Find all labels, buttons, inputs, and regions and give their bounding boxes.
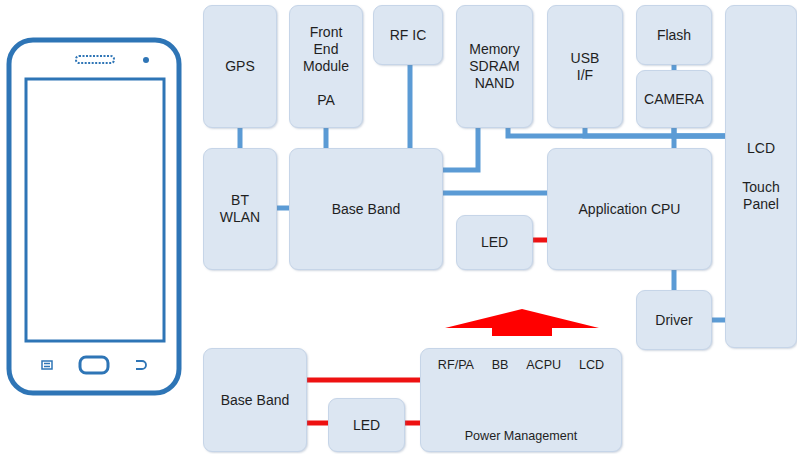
memory-box: Memory SDRAM NAND bbox=[456, 5, 533, 128]
box-label: PA bbox=[317, 92, 335, 109]
box-label: Driver bbox=[655, 312, 692, 329]
led-box: LED bbox=[456, 215, 533, 270]
signal-line bbox=[408, 65, 413, 148]
box-label: BT WLAN bbox=[215, 192, 265, 226]
power-management-box: Power Management RF/PA BB ACPU LCD bbox=[420, 348, 622, 452]
front-end-module-box: Front End ModulePA bbox=[289, 5, 363, 128]
rail-row: RF/PA BB ACPU LCD bbox=[421, 358, 621, 373]
baseband-box: Base Band bbox=[289, 148, 443, 270]
flash-box: Flash bbox=[636, 5, 712, 65]
box-label: Application CPU bbox=[579, 201, 681, 218]
box-label: LED bbox=[353, 417, 380, 434]
box-label: Touch Panel bbox=[731, 179, 791, 213]
phone-camera bbox=[143, 57, 149, 63]
gps-box: GPS bbox=[203, 5, 277, 128]
signal-line bbox=[672, 128, 677, 148]
power-arrow-shaft bbox=[492, 327, 552, 336]
signal-line bbox=[443, 128, 478, 170]
usb-box: USB I/F bbox=[547, 5, 623, 128]
box-label: RF IC bbox=[390, 27, 427, 44]
camera-box: CAMERA bbox=[636, 70, 712, 128]
power-line bbox=[307, 421, 328, 426]
box-label: ACPU bbox=[526, 358, 561, 373]
signal-line bbox=[712, 318, 725, 323]
phone-body bbox=[9, 40, 179, 393]
power-line bbox=[307, 378, 420, 383]
driver-box: Driver bbox=[636, 290, 712, 350]
signal-line bbox=[585, 128, 725, 136]
box-label: BB bbox=[492, 358, 509, 373]
baseband-box: Base Band bbox=[203, 348, 307, 452]
power-line bbox=[533, 238, 547, 243]
phone-speaker bbox=[76, 56, 114, 63]
signal-line bbox=[443, 191, 547, 196]
box-label: Front End Module bbox=[297, 24, 355, 74]
phone-screen bbox=[26, 79, 164, 341]
menu-icon bbox=[42, 361, 52, 369]
box-label: Power Management bbox=[421, 429, 621, 444]
bt-wlan-box: BT WLAN bbox=[203, 148, 277, 270]
box-label: Base Band bbox=[221, 392, 290, 409]
signal-line bbox=[508, 128, 725, 136]
application-cpu-box: Application CPU bbox=[547, 148, 712, 270]
power-arrow-head bbox=[445, 309, 599, 328]
home-button bbox=[80, 357, 108, 373]
signal-line bbox=[672, 270, 677, 290]
lcd-panel-box: LCD Touch Panel bbox=[725, 5, 797, 348]
back-icon bbox=[136, 361, 146, 369]
box-label: GPS bbox=[225, 58, 255, 75]
box-label: RF/PA bbox=[438, 358, 474, 373]
box-label: Memory SDRAM NAND bbox=[464, 41, 526, 91]
signal-line bbox=[238, 128, 243, 148]
box-label: USB I/F bbox=[565, 50, 605, 84]
box-label: CAMERA bbox=[644, 91, 704, 108]
signal-line bbox=[324, 128, 329, 148]
box-label: LED bbox=[481, 234, 508, 251]
power-line bbox=[405, 421, 420, 426]
rf-ic-box: RF IC bbox=[373, 5, 443, 65]
led-box: LED bbox=[328, 398, 405, 452]
box-label: Base Band bbox=[332, 201, 401, 218]
signal-line bbox=[674, 128, 725, 136]
box-label: LCD bbox=[579, 358, 604, 373]
box-label: LCD bbox=[747, 140, 775, 157]
signal-line bbox=[277, 206, 289, 211]
box-label: Flash bbox=[657, 27, 691, 44]
